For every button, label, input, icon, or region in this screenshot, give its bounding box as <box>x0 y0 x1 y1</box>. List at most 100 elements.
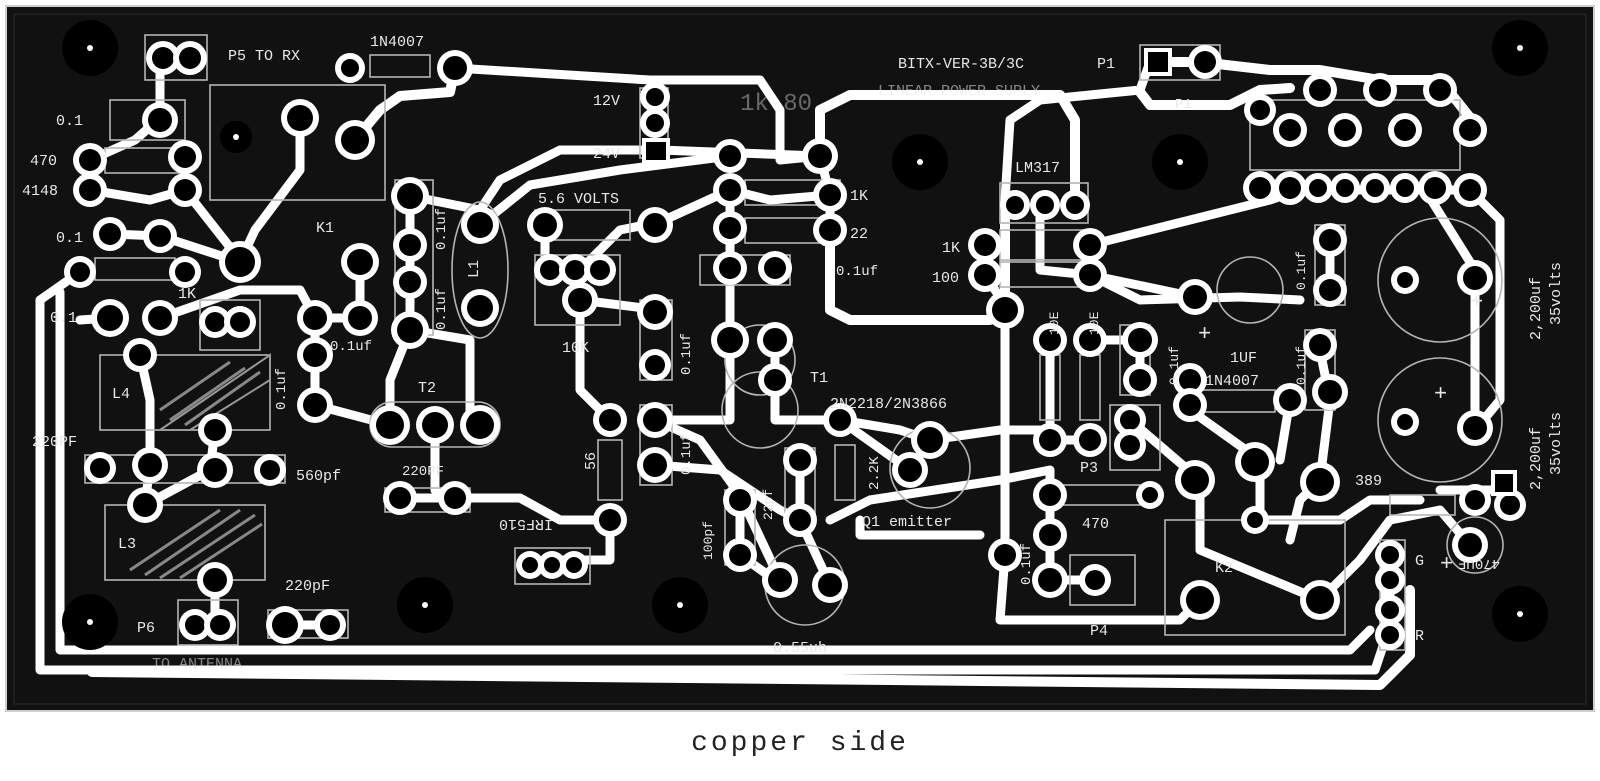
label-d1: 1N4007 <box>370 34 424 51</box>
pad-hole <box>97 305 123 331</box>
label-c220c: 220PF <box>402 464 444 480</box>
pad-hole <box>303 393 327 417</box>
label-12v: 12V <box>593 93 620 110</box>
label-l3: L3 <box>118 536 136 553</box>
label-v56: 5.6 VOLTS <box>538 191 619 208</box>
pad-hole <box>974 264 996 286</box>
label-c01uf-a: 0.1uf <box>330 339 372 355</box>
pad-hole <box>148 306 172 330</box>
pad-hole <box>1369 79 1391 101</box>
pad-hole <box>646 88 664 106</box>
label-r56: 56 <box>583 452 600 470</box>
pad-hole <box>1085 570 1105 590</box>
pad-hole <box>175 262 195 282</box>
pad-hole <box>1463 416 1487 440</box>
pad-hole <box>467 295 493 321</box>
label-c01uf-f: 0.1uf <box>679 433 695 475</box>
label-ik80: 1k-80 <box>740 91 812 118</box>
label-c100pf: 100pf <box>701 521 716 560</box>
pad-hole <box>320 615 340 635</box>
component-pads <box>64 41 1526 650</box>
pad-hole <box>1366 179 1384 197</box>
pad-hole <box>768 568 792 592</box>
label-c220a: 220PF <box>32 434 77 451</box>
label-p1b: P1 <box>1175 97 1192 113</box>
label-r470a: 470 <box>30 153 57 170</box>
label-lm317: LM317 <box>1015 160 1060 177</box>
pad-hole <box>917 427 943 453</box>
label-c01uf-c: 0.1uf <box>434 208 450 250</box>
label-p1a: P1 <box>1097 56 1115 73</box>
pad-hole <box>1241 448 1269 476</box>
pad-hole <box>1079 234 1101 256</box>
pad-hole <box>1397 272 1413 288</box>
pad-hole <box>303 306 327 330</box>
pad-hole <box>1079 264 1101 286</box>
pad-hole <box>818 573 842 597</box>
pad-hole <box>397 183 423 209</box>
pad-hole <box>522 557 538 573</box>
pad-hole <box>1250 100 1270 120</box>
pad-hole <box>643 408 667 432</box>
pad-hole <box>138 453 162 477</box>
pad-hole <box>1500 495 1520 515</box>
label-r10k: 10K <box>562 340 589 357</box>
pad-hole <box>829 409 851 431</box>
pad-hole <box>174 179 196 201</box>
pad-hole <box>566 557 582 573</box>
pad-hole <box>1319 229 1341 251</box>
label-r100: 100 <box>932 270 959 287</box>
pad-hole <box>1381 546 1399 564</box>
pad-hole <box>764 257 786 279</box>
pad-hole <box>1039 429 1061 451</box>
silkscreen-labels: P5 TO RX 1N4007 BITX-VER-3B/3C P1 LINEAR… <box>22 34 1565 673</box>
pad-hole <box>1039 329 1061 351</box>
pad-hole <box>719 145 741 167</box>
pad-hole <box>303 343 327 367</box>
pad-hole <box>133 493 157 517</box>
pad-hole <box>1394 119 1416 141</box>
label-c220b: 220pF <box>285 578 330 595</box>
pad-hole <box>992 297 1018 323</box>
label-q: 2N2218/2N3866 <box>830 396 947 413</box>
pad-hole <box>1319 279 1341 301</box>
label-l4: L4 <box>112 386 130 403</box>
pad-hole <box>1249 177 1271 199</box>
pad-hole <box>148 108 172 132</box>
pad-hole <box>1396 179 1414 197</box>
label-c01c: 0.1 <box>50 310 77 327</box>
pad-hole <box>729 544 751 566</box>
pad-hole <box>1181 466 1209 494</box>
label-c2200-b: 2,200uf <box>1528 427 1545 490</box>
pad-hole <box>287 105 313 131</box>
pad-hole <box>763 328 787 352</box>
pad-hole <box>399 234 421 256</box>
label-title1: BITX-VER-3B/3C <box>898 56 1024 73</box>
pad-hole <box>599 409 621 431</box>
mounting-holes <box>62 20 1548 650</box>
label-c22pf: 22pf <box>761 489 776 520</box>
pad-hole <box>1459 119 1481 141</box>
pad-hole <box>533 213 557 237</box>
label-c01uf-k: 0.1uf <box>1294 346 1309 385</box>
label-p3: P3 <box>1080 460 1098 477</box>
pad-hole <box>397 317 423 343</box>
pad-hole <box>719 257 741 279</box>
pad-hole <box>789 509 811 531</box>
label-c01uf-h: 0.1uf <box>836 264 878 280</box>
pad-hole <box>1309 334 1331 356</box>
pad-hole <box>819 184 841 206</box>
label-v35-a: 35volts <box>1548 262 1565 325</box>
label-c01uf-d: 0.1uf <box>434 288 450 330</box>
pad-hole <box>1381 601 1399 619</box>
label-c1uf: 1UF <box>1230 350 1257 367</box>
pad-hole <box>1120 410 1140 430</box>
svg-text:+: + <box>1198 322 1211 347</box>
label-t1: T1 <box>810 370 828 387</box>
pad-hole <box>443 56 467 80</box>
pad-hole <box>1381 571 1399 589</box>
label-r1ka: 1K <box>178 286 196 303</box>
pad-hole <box>1129 369 1151 391</box>
pad-hole <box>544 557 560 573</box>
label-r22k: 2.2K <box>867 456 883 490</box>
